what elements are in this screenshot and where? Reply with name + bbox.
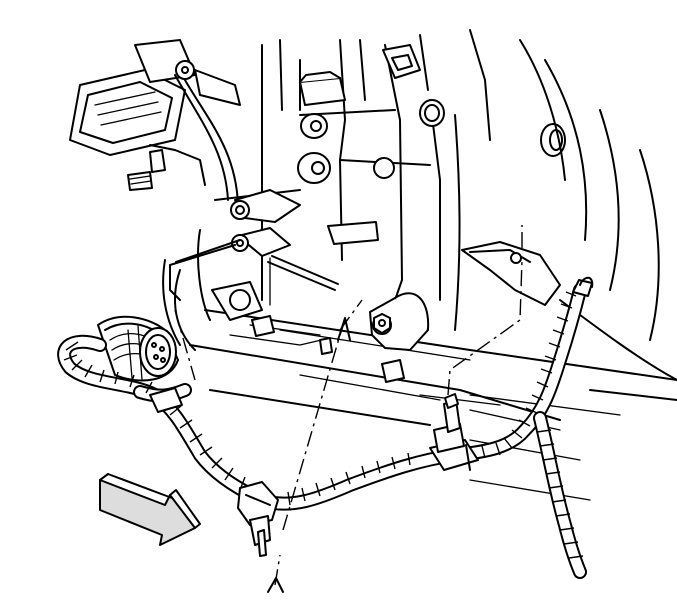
leader-lines (174, 225, 523, 593)
right-mounting-bracket (461, 241, 561, 306)
shift-linkage (169, 189, 339, 355)
upper-left-bracket (69, 39, 241, 191)
harness-clip-right (429, 393, 479, 471)
wiring-harness (57, 276, 594, 579)
harness-clip-plug (149, 387, 183, 413)
case-bosses (297, 44, 566, 184)
transmission-case (162, 29, 677, 501)
view-direction-arrow (99, 473, 201, 546)
case-pad (327, 221, 379, 245)
sensor-connector (369, 292, 430, 383)
harness-connector-plug (97, 315, 179, 382)
harness-clip-left (237, 481, 279, 557)
linkage-rod (174, 74, 229, 201)
